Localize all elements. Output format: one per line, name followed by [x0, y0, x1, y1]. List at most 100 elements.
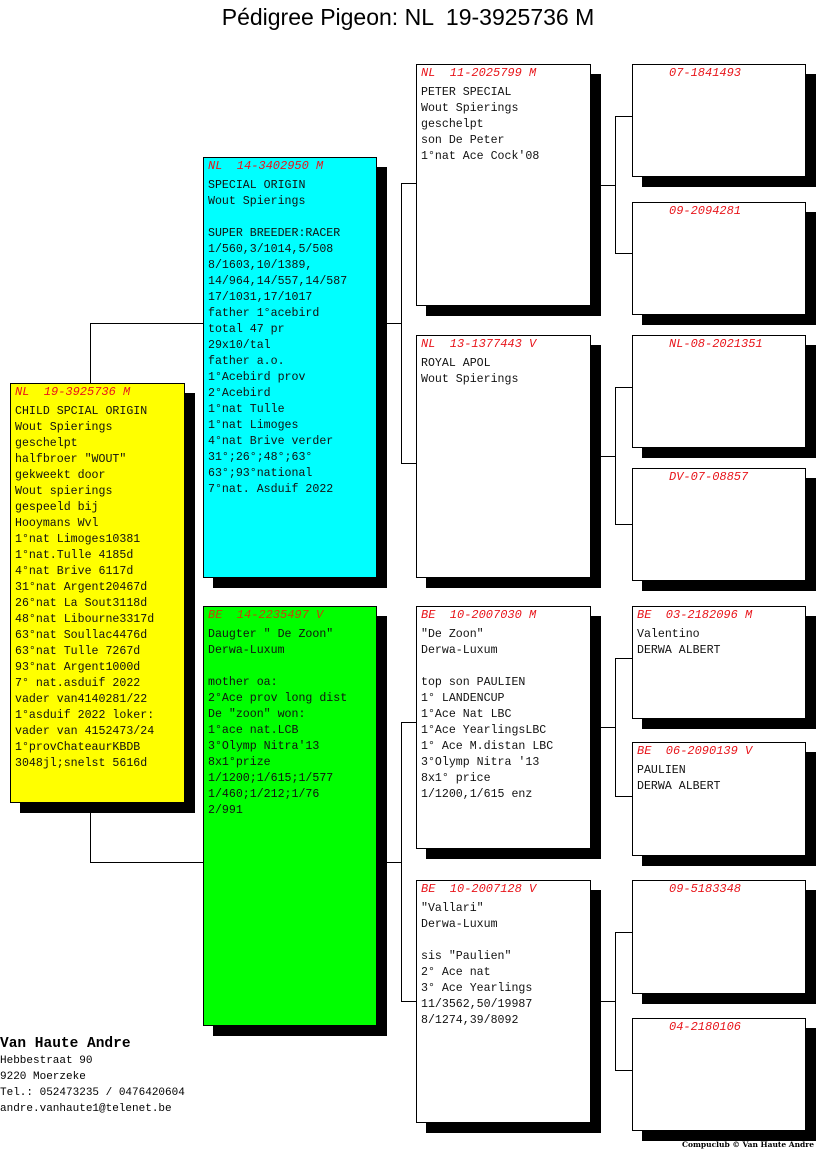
- pigeon-card-ffm[interactable]: 09-2094281: [632, 202, 806, 315]
- detail-line: DERWA ALBERT: [637, 780, 721, 793]
- detail-line: Daugter " De Zoon": [208, 628, 334, 641]
- detail-line: 48°nat Libourne3317d: [15, 613, 155, 626]
- pigeon-card-mmm[interactable]: 04-2180106: [632, 1018, 806, 1131]
- detail-line: 63°;93°national: [208, 467, 313, 480]
- connector: [615, 932, 616, 1070]
- detail-line: ROYAL APOL: [421, 357, 491, 370]
- detail-line: 1°Ace YearlingsLBC: [421, 724, 547, 737]
- detail-line: DERWA ALBERT: [637, 644, 721, 657]
- detail-line: total 47 pr: [208, 323, 285, 336]
- detail-line: 1°asduif 2022 loker:: [15, 709, 155, 722]
- pigeon-card-father-father[interactable]: NL 11-2025799 M PETER SPECIAL Wout Spierin…: [416, 64, 591, 306]
- owner-email: andre.vanhaute1@telenet.be: [0, 1103, 172, 1115]
- detail-line: 8/1274,39/8092: [421, 1014, 519, 1027]
- owner-city: 9220 Moerzeke: [0, 1071, 86, 1083]
- connector: [90, 323, 203, 324]
- owner-name: Van Haute Andre: [0, 1036, 131, 1052]
- connector: [615, 253, 632, 254]
- owner-phone: Tel.: 052473235 / 0476420604: [0, 1087, 185, 1099]
- connector: [600, 456, 615, 457]
- ring-number: BE 10-2007128 V: [421, 882, 537, 896]
- pigeon-details: Daugter " De Zoon" Derwa-Luxum mother oa: 2…: [208, 627, 372, 819]
- detail-line: Valentino: [637, 628, 700, 641]
- pigeon-card-father[interactable]: NL 14-3402950 M SPECIAL ORIGIN Wout Spieri…: [203, 157, 377, 578]
- ring-number: 09-2094281: [669, 204, 742, 218]
- detail-line: 1°nat Limoges10381: [15, 533, 141, 546]
- detail-line: 1°nat Ace Cock'08: [421, 150, 540, 163]
- connector: [401, 463, 416, 464]
- detail-line: 31°;26°;48°;63°: [208, 451, 313, 464]
- detail-line: halfbroer "WOUT": [15, 453, 127, 466]
- detail-line: SUPER BREEDER:RACER: [208, 227, 341, 240]
- detail-line: gespeeld bij: [15, 501, 99, 514]
- detail-line: 1° Ace M.distan LBC: [421, 740, 554, 753]
- detail-line: Hooymans Wvl: [15, 517, 99, 530]
- connector: [615, 658, 632, 659]
- connector: [615, 658, 616, 796]
- pigeon-details: PETER SPECIAL Wout Spierings geschelpt son …: [421, 85, 586, 165]
- detail-line: 11/3562,50/19987: [421, 998, 533, 1011]
- pigeon-card-fmm[interactable]: DV-07-08857: [632, 468, 806, 581]
- ring-number: NL-08-2021351: [669, 337, 763, 351]
- credit-text: Compuclub © Van Haute Andre: [682, 1140, 814, 1149]
- detail-line: De "zoon" won:: [208, 708, 306, 721]
- detail-line: 29x10/tal: [208, 339, 271, 352]
- detail-line: vader van 4152473/24: [15, 725, 155, 738]
- connector: [90, 862, 203, 863]
- detail-line: PETER SPECIAL: [421, 86, 512, 99]
- connector: [615, 796, 632, 797]
- detail-line: 7°nat. Asduif 2022: [208, 483, 334, 496]
- connector: [615, 524, 632, 525]
- detail-line: 1/1200,1/615 enz: [421, 788, 533, 801]
- detail-line: 1/560,3/1014,5/508: [208, 243, 334, 256]
- detail-line: Wout Spierings: [421, 102, 519, 115]
- detail-line: Derwa-Luxum: [208, 644, 285, 657]
- ring-number: NL 11-2025799 M: [421, 66, 537, 80]
- detail-line: 1°Ace Nat LBC: [421, 708, 512, 721]
- detail-line: 2°Ace prov long dist: [208, 692, 348, 705]
- ring-number: 07-1841493: [669, 66, 742, 80]
- detail-line: 1°ace nat.LCB: [208, 724, 299, 737]
- connector: [615, 116, 632, 117]
- detail-line: geschelpt: [421, 118, 484, 131]
- detail-line: 1/460;1/212;1/76: [208, 788, 320, 801]
- detail-line: 14/964,14/557,14/587: [208, 275, 348, 288]
- detail-line: 3048jl;snelst 5616d: [15, 757, 148, 770]
- detail-line: 63°nat Tulle 7267d: [15, 645, 141, 658]
- detail-line: father a.o.: [208, 355, 285, 368]
- ring-number: NL 14-3402950 M: [208, 159, 324, 173]
- ring-number: BE 06-2090139 V: [637, 744, 753, 758]
- connector: [600, 185, 615, 186]
- detail-line: 1°nat Tulle: [208, 403, 285, 416]
- detail-line: Wout Spierings: [208, 195, 306, 208]
- detail-line: Wout Spierings: [421, 373, 519, 386]
- pigeon-card-fff[interactable]: 07-1841493: [632, 64, 806, 177]
- detail-line: 3°Olymp Nitra '13: [421, 756, 540, 769]
- detail-line: 31°nat Argent20467d: [15, 581, 148, 594]
- ring-number: BE 03-2182096 M: [637, 608, 753, 622]
- detail-line: SPECIAL ORIGIN: [208, 179, 306, 192]
- pigeon-card-fmf[interactable]: NL-08-2021351: [632, 335, 806, 448]
- detail-line: mother oa:: [208, 676, 278, 689]
- connector: [600, 727, 615, 728]
- connector: [600, 1001, 615, 1002]
- detail-line: 1°nat.Tulle 4185d: [15, 549, 134, 562]
- detail-line: "De Zoon": [421, 628, 484, 641]
- ring-number: 04-2180106: [669, 1020, 742, 1034]
- detail-line: son De Peter: [421, 134, 505, 147]
- pigeon-card-mmf[interactable]: 09-5183348: [632, 880, 806, 994]
- detail-line: Derwa-Luxum: [421, 644, 498, 657]
- detail-line: sis "Paulien": [421, 950, 512, 963]
- connector: [615, 387, 632, 388]
